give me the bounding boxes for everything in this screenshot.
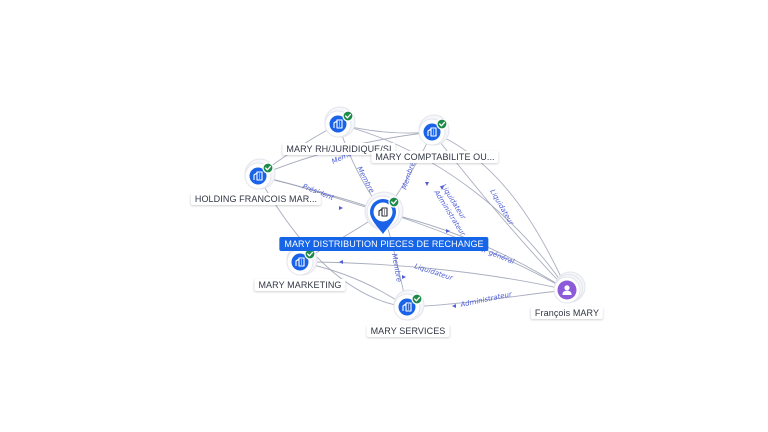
edge-label-membre-3: Membre [400, 161, 417, 191]
edge-label-membre-4: Membre [390, 253, 403, 283]
edge-arrow [440, 186, 444, 190]
node-main[interactable] [364, 191, 404, 234]
edge-arrow [402, 275, 406, 279]
node-rh[interactable] [324, 106, 356, 138]
node-label-holding[interactable]: HOLDING FRANCOIS MAR... [190, 193, 322, 205]
edge-francois-services [406, 289, 568, 308]
node-label-compta[interactable]: MARY COMPTABILITE OU... [371, 151, 499, 163]
building-icon [427, 127, 437, 137]
edge-arrow [425, 182, 429, 186]
edge-arrow [446, 229, 450, 233]
node-marketing[interactable] [286, 244, 318, 276]
edge-francois-compta-2 [431, 131, 568, 291]
edge-francois-holding [257, 175, 568, 291]
edge-label-administrateur-2: Administrateur [459, 290, 514, 309]
edge-francois-rh [337, 123, 568, 291]
check-badge-icon [342, 110, 354, 122]
node-label-main[interactable]: MARY DISTRIBUTION PIECES DE RECHANGE [279, 237, 489, 251]
building-icon [295, 257, 305, 267]
edge-arrow [452, 304, 456, 308]
edge-francois-main [382, 211, 568, 291]
node-holding[interactable] [244, 158, 276, 190]
edge-arrow [339, 206, 343, 210]
person-icon [562, 285, 572, 295]
check-badge-icon [436, 118, 448, 130]
building-icon [378, 207, 388, 217]
check-badge-icon [411, 293, 423, 305]
building-icon [402, 302, 412, 312]
node-label-rh[interactable]: MARY RH/JURIDIQUE/SI [282, 143, 396, 155]
node-compta[interactable] [418, 114, 450, 146]
check-badge-icon [388, 196, 400, 208]
edge-label-liquidateur-3: Liquidateur [413, 262, 454, 282]
check-badge-icon [262, 162, 274, 174]
node-label-marketing[interactable]: MARY MARKETING [254, 279, 346, 291]
node-label-services[interactable]: MARY SERVICES [366, 325, 450, 337]
edge-label-liquidateur-2: Liquidateur [488, 188, 515, 227]
edge-label-membre-2: Membre [355, 165, 376, 194]
edge-arrow [339, 260, 343, 264]
node-francois[interactable] [553, 271, 586, 304]
node-label-francois[interactable]: François MARY [530, 307, 604, 319]
building-icon [253, 171, 263, 181]
node-services[interactable] [393, 289, 425, 321]
building-icon [333, 119, 343, 129]
edge-francois-marketing [299, 261, 568, 291]
